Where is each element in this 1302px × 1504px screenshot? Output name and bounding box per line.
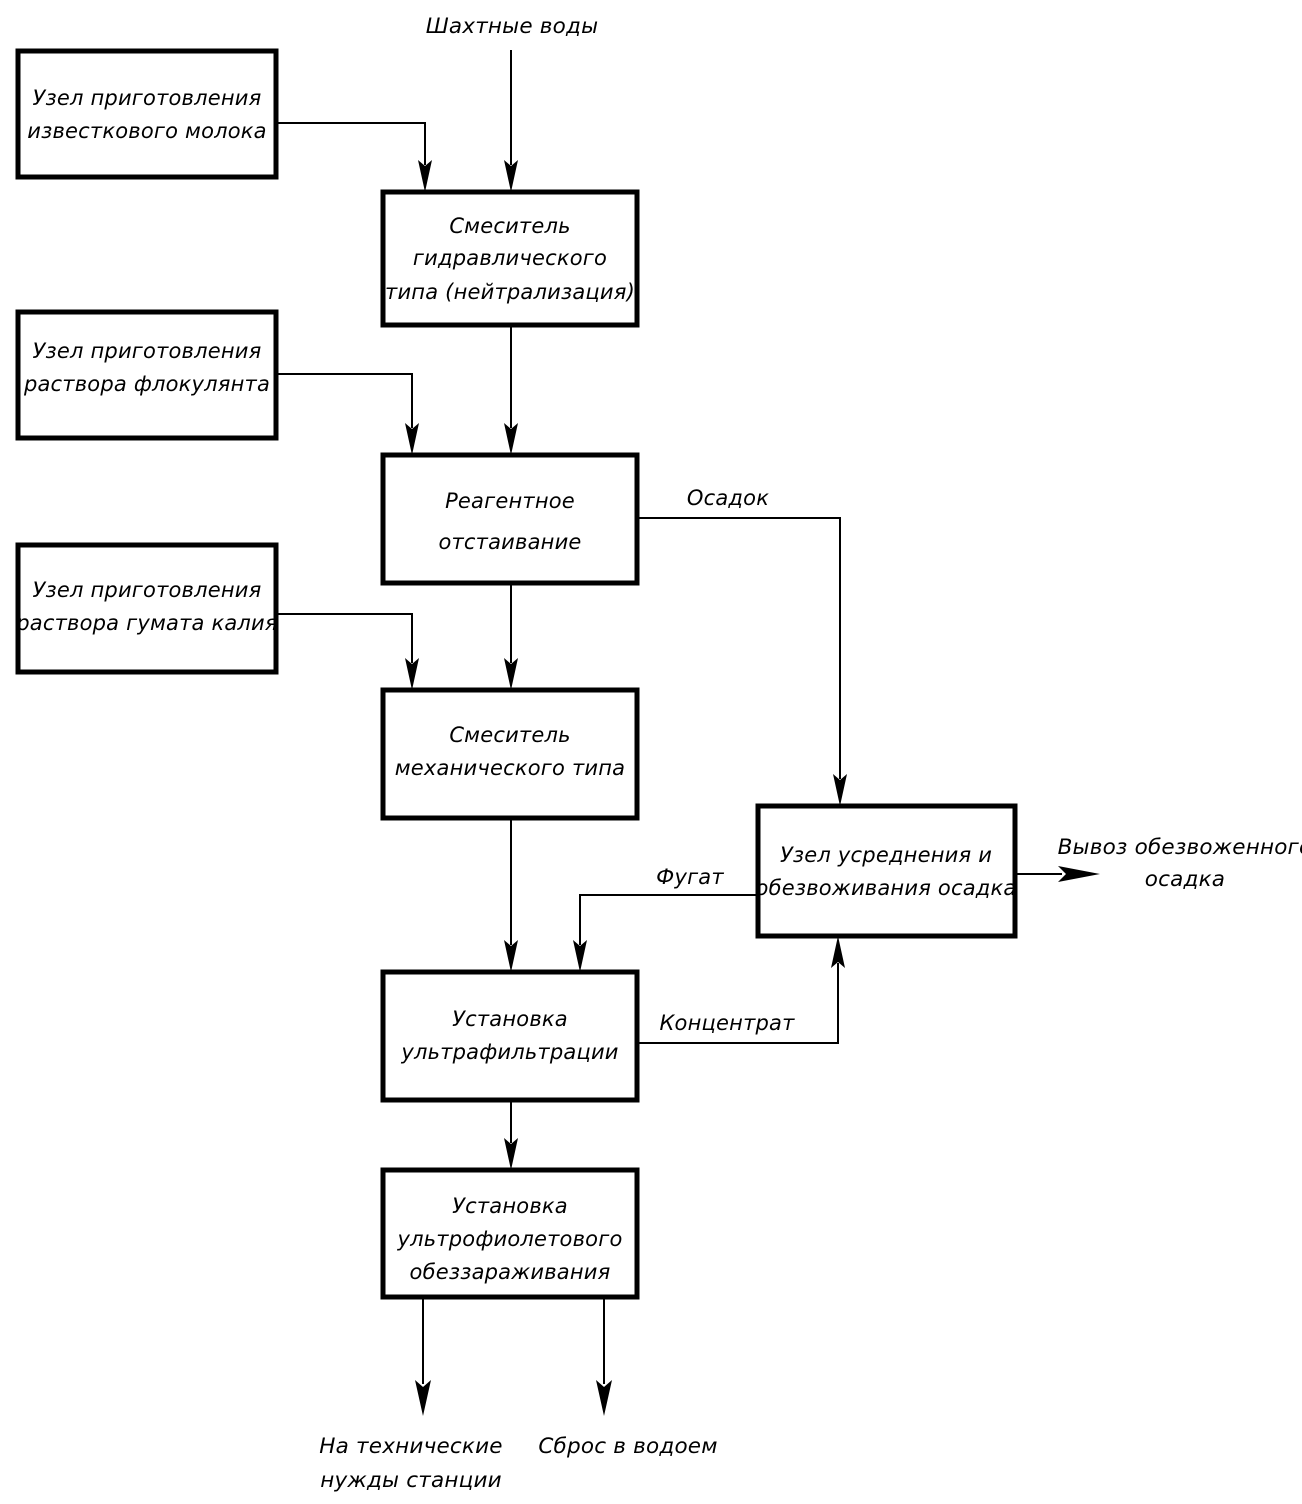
box-hydraulic-mixer-rect[interactable] (380, 189, 640, 328)
box-hydraulic-mixer-line3: типа (нейтрализация) (385, 280, 635, 304)
box-mechanical-mixer-rect[interactable] (380, 687, 640, 821)
box-hydraulic-mixer-line2: гидравлического (413, 246, 607, 270)
box-uv-disinfection-line2: ультрофиолетового (396, 1227, 622, 1251)
box-sludge-unit-line1: Узел усреднения и (780, 843, 992, 867)
arrowhead-mixer-settling (504, 423, 518, 455)
arrowhead-sludge-removal (1058, 866, 1100, 882)
arrowhead-minewater (504, 160, 518, 192)
output-label-removal-line1: Вывоз обезвоженного (1058, 835, 1302, 860)
flow-label-concentrate: Концентрат (659, 1011, 795, 1035)
connector-concentrate-to-sludge (637, 963, 839, 1044)
arrowhead-centrate (573, 940, 587, 972)
output-label-removal-line2: осадка (1145, 867, 1225, 892)
box-flocculant-prep-line1: Узел приготовления (33, 339, 262, 363)
arrowhead-discharge (596, 1380, 612, 1416)
arrowhead-mechmixer-uf (504, 940, 518, 972)
inlet-label-mine-water: Шахтные воды (426, 14, 599, 39)
connector-humate-to-mechmixer (276, 613, 413, 663)
box-lime-prep[interactable]: Узел приготовления известкового молока (15, 48, 279, 180)
arrowhead-humate (405, 658, 419, 690)
box-flocculant-prep-line2: раствора флокулянта (23, 372, 270, 396)
box-flocculant-prep[interactable]: Узел приготовления раствора флокулянта (15, 309, 279, 441)
box-sludge-unit-rect[interactable] (755, 803, 1018, 939)
box-humate-prep[interactable]: Узел приготовления раствора гумата калия (15, 542, 279, 675)
box-uv-disinfection-rect[interactable] (380, 1167, 640, 1300)
box-uv-disinfection[interactable]: Установка ультрофиолетового обеззаражива… (380, 1167, 640, 1300)
box-ultrafiltration[interactable]: Установка ультрафильтрации (380, 969, 640, 1103)
output-label-technical-line2: нужды станции (320, 1468, 502, 1493)
box-mechanical-mixer-line1: Смеситель (449, 723, 570, 747)
flow-label-sediment: Осадок (687, 486, 769, 510)
box-hydraulic-mixer[interactable]: Смеситель гидравлического типа (нейтрали… (380, 189, 640, 328)
box-ultrafiltration-line1: Установка (452, 1007, 568, 1031)
box-lime-prep-rect[interactable] (15, 48, 279, 180)
arrowhead-concentrate (831, 936, 845, 968)
connector-lime-to-mixer (276, 122, 426, 165)
box-flocculant-prep-rect[interactable] (15, 309, 279, 441)
connector-sediment-to-sludge (637, 517, 841, 779)
box-ultrafiltration-rect[interactable] (380, 969, 640, 1103)
box-reagent-settling-line2: отстаивание (438, 530, 581, 554)
box-mechanical-mixer[interactable]: Смеситель механического типа (380, 687, 640, 821)
box-lime-prep-line2: известкового молока (27, 119, 267, 143)
box-lime-prep-line1: Узел приготовления (33, 86, 262, 110)
output-label-technical-line1: На технические (319, 1434, 502, 1459)
box-humate-prep-line1: Узел приготовления (33, 578, 262, 602)
arrowhead-technical (415, 1380, 431, 1416)
box-uv-disinfection-line3: обеззараживания (410, 1260, 611, 1284)
arrowhead-flocculant (405, 423, 419, 455)
output-label-discharge-line1: Сброс в водоем (538, 1434, 717, 1459)
box-hydraulic-mixer-line1: Смеситель (449, 214, 570, 238)
arrowhead-settling-mechmixer (504, 658, 518, 690)
arrowhead-sediment (833, 774, 847, 806)
box-sludge-unit-line2: обезвоживания осадка (756, 876, 1017, 900)
arrowhead-uf-uv (504, 1138, 518, 1170)
box-ultrafiltration-line2: ультрафильтрации (400, 1040, 618, 1064)
box-reagent-settling[interactable]: Реагентное отстаивание (380, 452, 640, 586)
connector-flocculant-to-settling (276, 373, 413, 428)
connector-centrate-to-uf (579, 894, 758, 945)
arrowhead-lime (418, 160, 432, 192)
flow-label-centrate: Фугат (656, 865, 724, 889)
box-mechanical-mixer-line2: механического типа (395, 756, 625, 780)
box-reagent-settling-line1: Реагентное (445, 489, 575, 513)
box-humate-prep-line2: раствора гумата калия (15, 611, 277, 635)
box-sludge-unit[interactable]: Узел усреднения и обезвоживания осадка (755, 803, 1018, 939)
box-humate-prep-rect[interactable] (15, 542, 279, 675)
box-uv-disinfection-line1: Установка (452, 1194, 568, 1218)
box-reagent-settling-rect[interactable] (380, 452, 640, 586)
